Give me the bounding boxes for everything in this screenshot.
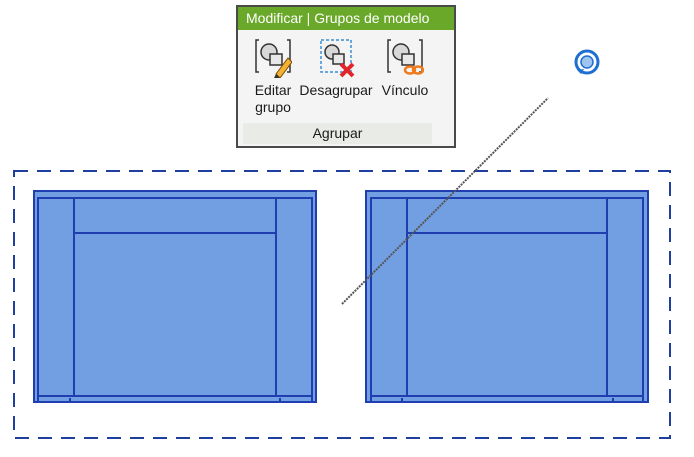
ribbon-context-title: Modificar | Grupos de modelo [238,7,454,30]
ribbon-tools: Editar grupo Desagrupar Vínculo [243,30,431,126]
edit-group-label-line2: grupo [255,99,291,115]
sofa-right[interactable] [365,190,649,403]
edit-group-icon [255,39,292,78]
ribbon-panel-label: Agrupar [243,123,432,144]
rotation-guide-line [341,97,549,305]
edit-group-label-line1: Editar [254,82,292,98]
group-selection-box[interactable] [13,170,671,439]
sofa-left[interactable] [33,190,317,403]
edit-group-button[interactable]: Editar grupo [247,34,299,116]
ungroup-label: Desagrupar [299,82,373,98]
rotate-cursor-icon [574,49,600,75]
ungroup-button[interactable]: Desagrupar [295,34,377,99]
link-button[interactable]: Vínculo [377,34,433,99]
ribbon-panel-agrupar: Modificar | Grupos de modelo Editar grup… [236,5,456,148]
link-icon [387,39,424,75]
ungroup-icon [320,39,355,78]
link-label: Vínculo [381,82,429,98]
